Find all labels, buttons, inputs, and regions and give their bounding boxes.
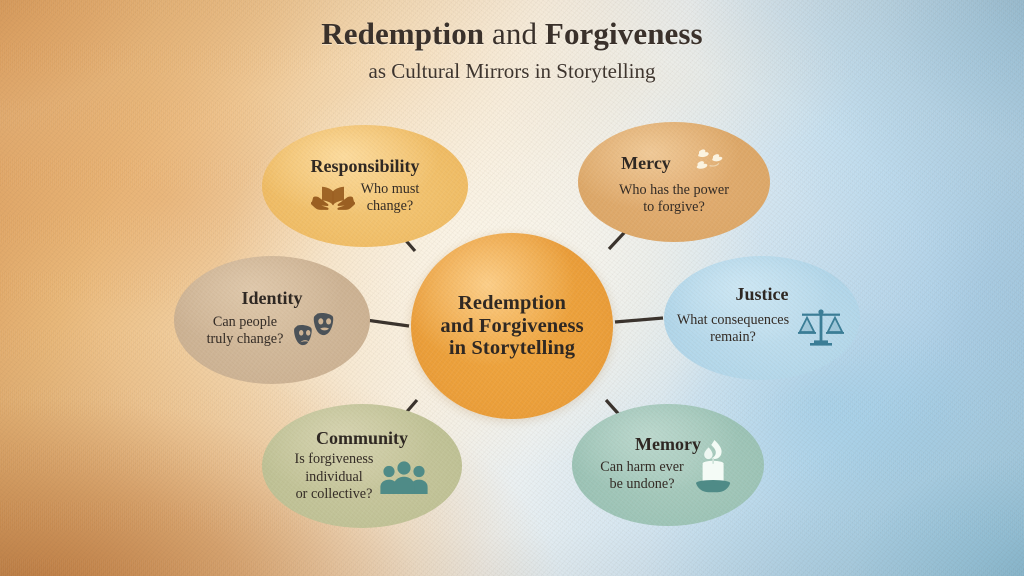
node-memory-label: Memory: [635, 434, 701, 455]
node-identity-question: Can people truly change?: [207, 314, 284, 349]
flying-doves-icon: [677, 148, 727, 182]
node-mercy-question: Who has the power to forgive?: [619, 182, 729, 217]
central-node-redemption-forgiveness[interactable]: Redemption and Forgiveness in Storytelli…: [411, 233, 613, 419]
node-mercy-label: Mercy: [621, 153, 671, 174]
balance-scales-icon: [795, 307, 847, 351]
node-memory-question: Can harm ever be undone?: [600, 459, 684, 494]
node-mercy[interactable]: Mercy Who has the power to forgive?: [578, 122, 770, 242]
node-justice-body: What consequences remain?: [677, 307, 847, 351]
central-node-line-3: in Storytelling: [448, 337, 576, 360]
page-title-conjunction: and: [484, 16, 545, 51]
node-mercy-header: Mercy: [621, 148, 727, 182]
central-node-title: Redemption and Forgiveness in Storytelli…: [440, 292, 583, 360]
page-title-part-redemption: Redemption: [321, 16, 485, 51]
node-mercy-question-line-1: Who has the power: [619, 181, 729, 198]
node-community-question: Is forgiveness individual or collective?: [295, 451, 374, 503]
node-responsibility-question-line-1: Who must: [360, 180, 420, 197]
theater-masks-icon: [289, 311, 337, 351]
node-justice-question-line-2: remain?: [710, 329, 756, 346]
node-community-body: Is forgiveness individual or collective?: [295, 451, 430, 503]
node-responsibility-question-line-2: change?: [366, 197, 414, 214]
lit-candle-icon: [690, 439, 736, 495]
page-subtitle: as Cultural Mirrors in Storytelling: [368, 58, 656, 83]
node-community[interactable]: Community Is forgiveness individual or c…: [262, 404, 462, 528]
node-identity-body: Can people truly change?: [207, 311, 338, 351]
node-justice-question: What consequences remain?: [677, 312, 789, 347]
node-community-question-line-2: individual: [305, 468, 363, 485]
node-responsibility[interactable]: Responsibility Who must: [262, 125, 468, 247]
node-community-question-line-3: or collective?: [295, 486, 373, 503]
three-people-group-icon: [379, 458, 429, 496]
node-memory[interactable]: Memory Can harm ever be undone?: [572, 404, 764, 526]
page-title: Redemption and Forgiveness: [0, 16, 1024, 52]
node-identity-question-line-1: Can people: [212, 314, 278, 331]
central-node-line-1: Redemption: [457, 292, 567, 315]
node-identity-question-line-2: truly change?: [206, 331, 284, 348]
title-block: Redemption and Forgiveness as Cultural M…: [0, 16, 1024, 84]
node-responsibility-label: Responsibility: [310, 155, 420, 176]
node-responsibility-body: Who must change?: [310, 181, 420, 216]
node-memory-header: Memory: [635, 434, 701, 457]
node-identity[interactable]: Identity Can people truly change?: [174, 256, 370, 384]
node-responsibility-question: Who must change?: [361, 181, 420, 216]
node-identity-label: Identity: [241, 287, 303, 308]
node-justice-question-line-1: What consequences: [676, 312, 790, 329]
connector-center-to-identity: [365, 318, 410, 328]
node-justice[interactable]: Justice What consequences remain?: [664, 256, 860, 380]
node-community-label: Community: [315, 427, 408, 448]
central-node-line-2: and Forgiveness: [440, 314, 584, 337]
connector-center-to-justice: [614, 316, 664, 324]
node-justice-label: Justice: [735, 283, 789, 304]
open-book-in-hands-icon: [310, 183, 355, 213]
page-title-part-forgiveness: Forgiveness: [544, 16, 703, 51]
node-memory-body: Can harm ever be undone?: [600, 439, 736, 495]
node-community-question-line-1: Is forgiveness: [294, 451, 374, 468]
node-mercy-question-line-2: to forgive?: [643, 199, 705, 215]
node-memory-question-line-2: be undone?: [609, 475, 675, 492]
node-memory-question-line-1: Can harm ever: [600, 458, 684, 475]
